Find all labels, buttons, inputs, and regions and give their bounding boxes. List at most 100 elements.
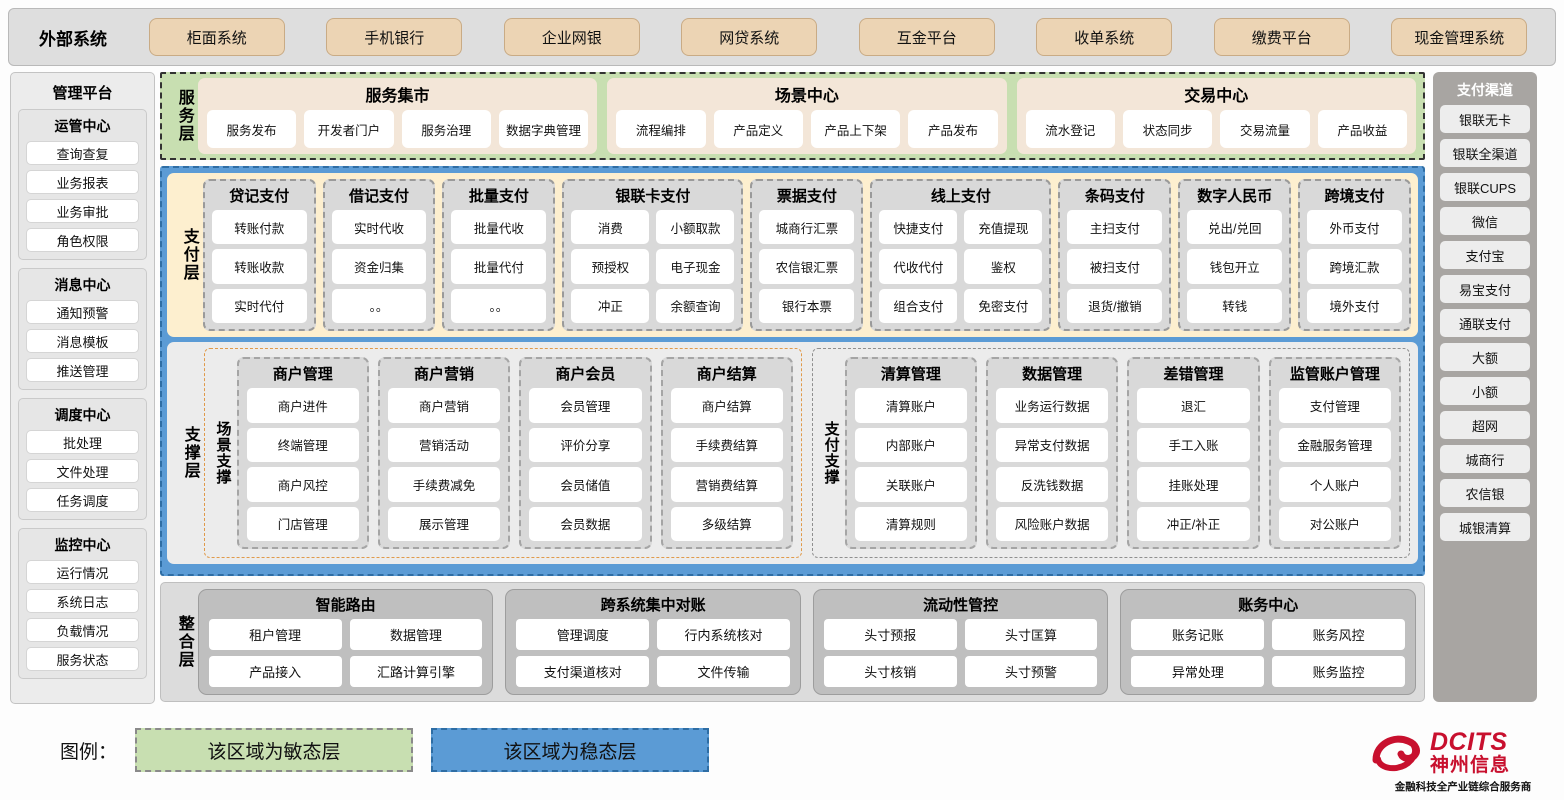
payment-item[interactable]: 实时代收 [331, 210, 427, 245]
service-item[interactable]: 产品上下架 [810, 110, 901, 148]
payment-item[interactable]: 代收代付 [879, 249, 958, 284]
support-item[interactable]: 商户进件 [246, 388, 359, 423]
integration-item[interactable]: 数据管理 [349, 619, 483, 650]
service-item[interactable]: 产品定义 [713, 110, 803, 148]
external-system-item[interactable]: 柜面系统 [148, 18, 285, 56]
payment-item[interactable]: 电子现金 [656, 249, 735, 284]
payment-channel-item[interactable]: 支付宝 [1440, 241, 1530, 269]
support-item[interactable]: 手续费减免 [387, 467, 501, 502]
management-item[interactable]: 批处理 [26, 430, 139, 454]
service-item[interactable]: 产品发布 [908, 110, 998, 148]
service-item[interactable]: 服务治理 [401, 110, 491, 148]
payment-item[interactable]: 资金归集 [331, 249, 427, 284]
payment-item[interactable]: 城商行汇票 [759, 210, 855, 245]
payment-item[interactable]: 批量代收 [451, 210, 547, 245]
payment-item[interactable]: 农信银汇票 [759, 249, 855, 284]
payment-item[interactable]: 被扫支付 [1067, 249, 1163, 284]
support-item[interactable]: 关联账户 [854, 467, 967, 502]
payment-channel-item[interactable]: 微信 [1440, 207, 1530, 235]
payment-channel-item[interactable]: 城银清算 [1440, 513, 1530, 541]
support-item[interactable]: 金融服务管理 [1278, 427, 1392, 462]
integration-item[interactable]: 支付渠道核对 [516, 656, 650, 687]
support-item[interactable]: 个人账户 [1278, 467, 1392, 502]
payment-item[interactable]: 转账付款 [211, 210, 307, 245]
payment-item[interactable]: 免密支付 [964, 288, 1043, 323]
support-item[interactable]: 终端管理 [246, 427, 359, 462]
integration-item[interactable]: 异常处理 [1131, 656, 1265, 687]
payment-item[interactable]: 外币支付 [1307, 210, 1402, 245]
support-item[interactable]: 异常支付数据 [996, 427, 1109, 462]
payment-item[interactable]: 组合支付 [879, 288, 958, 323]
management-item[interactable]: 任务调度 [26, 488, 139, 512]
external-system-item[interactable]: 收单系统 [1036, 18, 1173, 56]
support-item[interactable]: 商户结算 [670, 388, 783, 423]
support-item[interactable]: 内部账户 [854, 427, 967, 462]
management-item[interactable]: 运行情况 [26, 560, 139, 584]
integration-item[interactable]: 租户管理 [208, 619, 342, 650]
support-item[interactable]: 营销费结算 [670, 467, 783, 502]
management-item[interactable]: 消息模板 [26, 329, 139, 353]
management-item[interactable]: 服务状态 [26, 647, 139, 671]
payment-item[interactable]: 快捷支付 [879, 210, 958, 245]
payment-item[interactable]: 批量代付 [451, 249, 547, 284]
service-item[interactable]: 数据字典管理 [498, 110, 589, 148]
support-item[interactable]: 反洗钱数据 [996, 467, 1109, 502]
integration-item[interactable]: 账务记账 [1131, 619, 1265, 650]
support-item[interactable]: 门店管理 [246, 506, 359, 541]
management-item[interactable]: 通知预警 [26, 300, 139, 324]
service-item[interactable]: 流水登记 [1025, 110, 1115, 148]
payment-item[interactable]: 余额查询 [656, 288, 735, 323]
integration-item[interactable]: 头寸预报 [823, 619, 957, 650]
payment-channel-item[interactable]: 银联无卡 [1440, 105, 1530, 133]
external-system-item[interactable]: 互金平台 [858, 18, 995, 56]
payment-item[interactable]: 消费 [571, 210, 650, 245]
payment-item[interactable]: 预授权 [571, 249, 650, 284]
payment-channel-item[interactable]: 通联支付 [1440, 309, 1530, 337]
integration-item[interactable]: 头寸核销 [823, 656, 957, 687]
support-item[interactable]: 退汇 [1137, 388, 1250, 423]
support-item[interactable]: 冲正/补正 [1137, 506, 1250, 541]
payment-channel-item[interactable]: 易宝支付 [1440, 275, 1530, 303]
payment-channel-item[interactable]: 银联全渠道 [1440, 139, 1530, 167]
integration-item[interactable]: 文件传输 [657, 656, 790, 687]
management-item[interactable]: 查询查复 [26, 141, 139, 165]
integration-item[interactable]: 管理调度 [516, 619, 650, 650]
support-item[interactable]: 会员数据 [529, 506, 642, 541]
payment-item[interactable]: 退货/撤销 [1067, 288, 1163, 323]
external-system-item[interactable]: 企业网银 [503, 18, 640, 56]
service-item[interactable]: 服务发布 [206, 110, 297, 148]
external-system-item[interactable]: 现金管理系统 [1391, 18, 1528, 56]
payment-item[interactable]: 转钱 [1187, 288, 1283, 323]
integration-item[interactable]: 账务监控 [1272, 656, 1405, 687]
integration-item[interactable]: 行内系统核对 [657, 619, 790, 650]
payment-item[interactable]: 跨境汇款 [1307, 249, 1402, 284]
payment-item[interactable]: 银行本票 [759, 288, 855, 323]
service-item[interactable]: 产品收益 [1317, 110, 1408, 148]
support-item[interactable]: 商户风控 [246, 467, 359, 502]
payment-channel-item[interactable]: 银联CUPS [1440, 173, 1530, 201]
support-item[interactable]: 评价分享 [529, 427, 642, 462]
support-item[interactable]: 风险账户数据 [996, 506, 1109, 541]
support-item[interactable]: 支付管理 [1278, 388, 1392, 423]
service-item[interactable]: 开发者门户 [304, 110, 394, 148]
support-item[interactable]: 营销活动 [387, 427, 501, 462]
support-item[interactable]: 手续费结算 [670, 427, 783, 462]
payment-item[interactable]: 实时代付 [211, 288, 307, 323]
support-item[interactable]: 清算规则 [854, 506, 967, 541]
payment-item[interactable]: 钱包开立 [1187, 249, 1283, 284]
payment-item[interactable]: 小额取款 [656, 210, 735, 245]
support-item[interactable]: 手工入账 [1137, 427, 1250, 462]
integration-item[interactable]: 头寸匡算 [964, 619, 1098, 650]
support-item[interactable]: 商户营销 [387, 388, 501, 423]
support-item[interactable]: 清算账户 [854, 388, 967, 423]
management-item[interactable]: 角色权限 [26, 228, 139, 252]
payment-item[interactable]: 。。 [331, 288, 427, 323]
integration-item[interactable]: 汇路计算引擎 [349, 656, 483, 687]
payment-item[interactable]: 冲正 [571, 288, 650, 323]
payment-channel-item[interactable]: 超网 [1440, 411, 1530, 439]
management-item[interactable]: 系统日志 [26, 589, 139, 613]
payment-item[interactable]: 鉴权 [964, 249, 1043, 284]
external-system-item[interactable]: 网贷系统 [681, 18, 818, 56]
support-item[interactable]: 业务运行数据 [996, 388, 1109, 423]
support-item[interactable]: 多级结算 [670, 506, 783, 541]
